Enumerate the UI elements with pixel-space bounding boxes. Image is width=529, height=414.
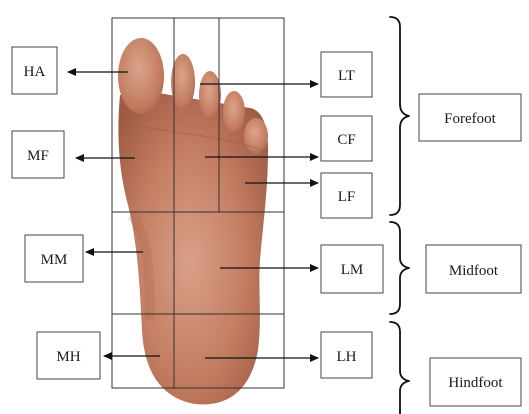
zone-forefoot-text: Forefoot — [444, 111, 496, 127]
label-lf-text: LF — [338, 189, 356, 205]
forefoot-brace — [390, 17, 409, 215]
second-toe — [171, 54, 195, 110]
label-mf-text: MF — [27, 148, 49, 164]
hindfoot-brace — [390, 322, 409, 414]
label-ha-text: HA — [24, 64, 46, 80]
zone-midfoot: Midfoot — [426, 245, 521, 293]
label-mm-text: MM — [41, 252, 68, 268]
third-toe — [199, 71, 221, 119]
zone-midfoot-text: Midfoot — [449, 263, 499, 279]
label-lt-text: LT — [338, 68, 355, 84]
zone-hindfoot: Hindfoot — [430, 358, 521, 406]
label-lm-text: LM — [341, 262, 364, 278]
label-mh: MH — [37, 332, 100, 379]
big-toe — [118, 38, 164, 114]
fourth-toe — [223, 91, 245, 133]
fifth-toe — [244, 118, 268, 154]
label-lf: LF — [321, 173, 372, 218]
label-lt: LT — [321, 52, 372, 97]
label-lm: LM — [321, 245, 383, 293]
label-lh-text: LH — [337, 349, 357, 365]
label-lh: LH — [321, 332, 372, 378]
label-cf-text: CF — [337, 132, 355, 148]
label-ha: HA — [12, 47, 57, 94]
foot-sole-image — [118, 38, 268, 404]
label-mm: MM — [25, 235, 83, 282]
label-mf: MF — [12, 131, 64, 178]
zone-hindfoot-text: Hindfoot — [448, 375, 503, 391]
zone-forefoot: Forefoot — [419, 94, 521, 141]
label-mh-text: MH — [56, 349, 80, 365]
label-cf: CF — [321, 116, 372, 161]
midfoot-brace — [390, 222, 409, 314]
